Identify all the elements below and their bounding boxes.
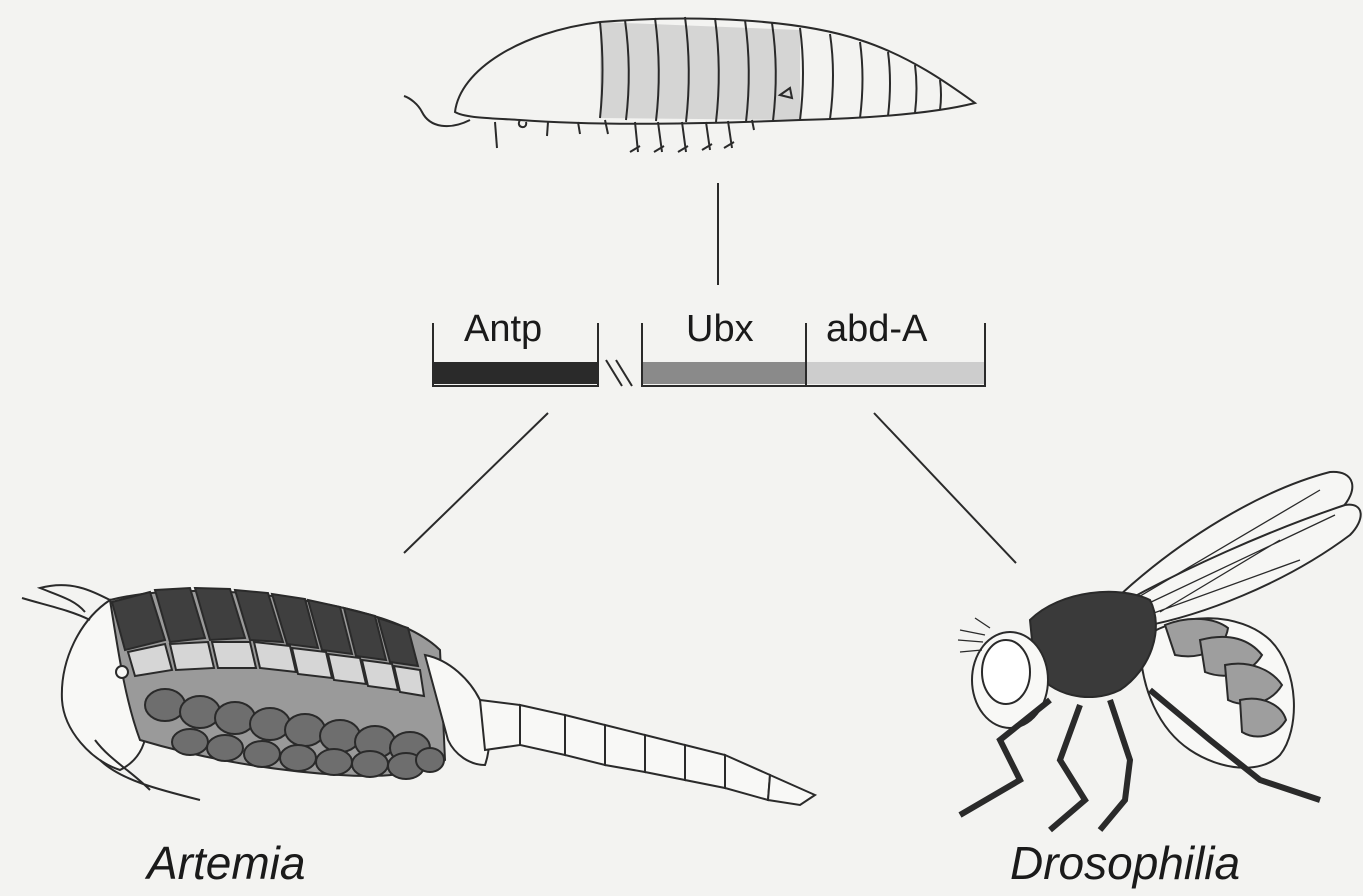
ancestor-shaded-trunk: [600, 22, 800, 120]
connector-genes-to-drosophila: [874, 413, 1016, 563]
ancestor-antenna: [404, 96, 470, 126]
ubx-segment: [643, 362, 805, 384]
abd-a-label: abd-A: [826, 308, 927, 351]
connector-genes-to-artemia: [404, 413, 548, 553]
abd-a-segment: [807, 362, 984, 384]
ubx-label: Ubx: [686, 308, 754, 351]
break-mark-2: [616, 360, 632, 386]
drosophila-eye: [982, 640, 1030, 704]
drosophila-label: Drosophilia: [1010, 836, 1240, 890]
ancestor-limbs: [495, 120, 754, 152]
artemia-abdomen: [480, 700, 815, 805]
artemia-label: Artemia: [147, 836, 305, 890]
artemia-eye: [116, 666, 128, 678]
antp-label: Antp: [464, 308, 542, 351]
drosophila-illustration: [958, 472, 1361, 830]
antp-segment: [433, 362, 598, 384]
artemia-illustration: [22, 585, 815, 805]
break-mark-1: [606, 360, 622, 386]
ancestor-illustration: [404, 17, 975, 152]
